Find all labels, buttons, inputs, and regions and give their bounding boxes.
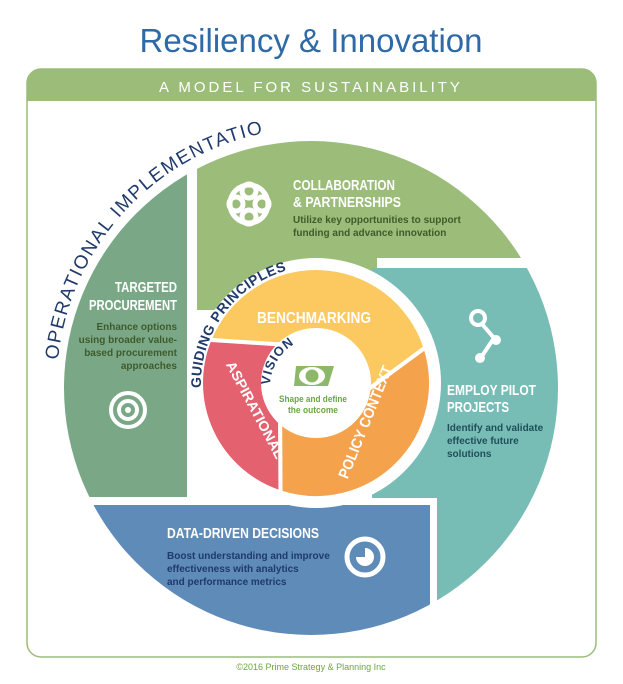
procurement-desc-4: approaches	[121, 361, 178, 372]
page-title: Resiliency & Innovation	[139, 22, 482, 59]
connection-icon	[469, 309, 501, 363]
target-icon	[109, 391, 147, 429]
partnership-icon	[226, 181, 272, 227]
collaboration-desc-2: funding and advance innovation	[293, 228, 446, 239]
pilot-title-2: PROJECTS	[447, 399, 509, 416]
collaboration-desc-1: Utilize key opportunities to support	[293, 215, 461, 226]
subtitle: A MODEL FOR SUSTAINABILITY	[159, 79, 463, 96]
data-desc-1: Boost understanding and improve	[167, 551, 330, 562]
pilot-desc-3: solutions	[447, 449, 492, 460]
vision-desc-2: the outcome	[288, 405, 338, 415]
pilot-title-1: EMPLOY PILOT	[447, 382, 536, 399]
copyright-footer: ©2016 Prime Strategy & Planning Inc	[236, 662, 386, 672]
procurement-desc-3: based procurement	[84, 348, 177, 359]
pilot-desc-1: Identify and validate	[447, 423, 544, 434]
header-bar	[27, 69, 596, 101]
pilot-desc-2: effective future	[447, 436, 519, 447]
procurement-title-1: TARGETED	[115, 279, 177, 296]
data-desc-2: effectiveness with analytics	[167, 564, 299, 575]
benchmarking-label: BENCHMARKING	[257, 310, 371, 327]
data-title: DATA-DRIVEN DECISIONS	[167, 525, 319, 542]
vision-desc-1: Shape and define	[279, 394, 347, 404]
data-desc-3: and performance metrics	[167, 577, 287, 588]
procurement-title-2: PROCUREMENT	[89, 297, 177, 314]
collaboration-title-1: COLLABORATION	[293, 177, 395, 194]
pie-chart-icon	[344, 536, 386, 578]
eye-icon	[294, 366, 334, 386]
procurement-desc-2: using broader value-	[79, 335, 177, 346]
procurement-desc-1: Enhance options	[96, 322, 177, 333]
collaboration-title-2: & PARTNERSHIPS	[293, 194, 401, 211]
